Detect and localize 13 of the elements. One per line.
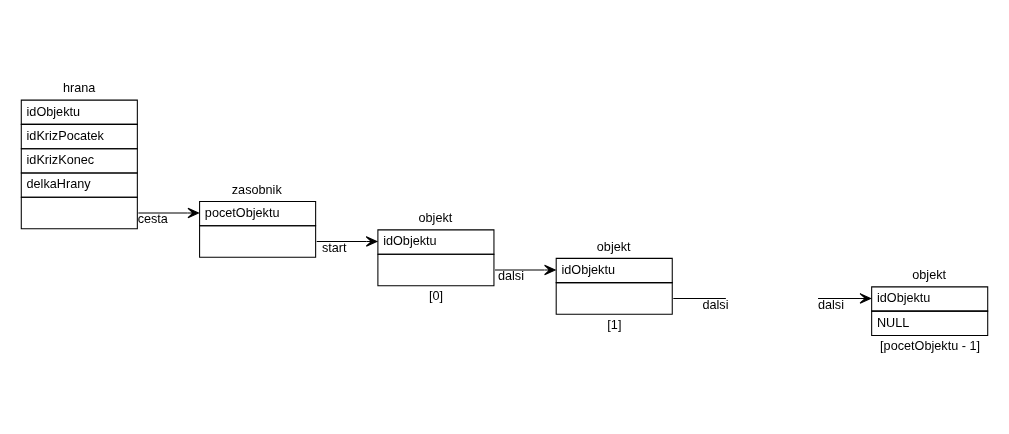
edge-label: cesta: [137, 211, 168, 226]
node-label: hrana: [62, 80, 96, 95]
edge-label: dalsi: [702, 297, 729, 312]
edge-label: start: [321, 240, 347, 255]
edge-label: dalsi: [817, 297, 844, 312]
node-label: [1]: [607, 317, 622, 332]
node-label: zasobnik: [231, 182, 282, 197]
node-label: objekt: [912, 267, 947, 282]
node-label: [pocetObjektu - 1]: [880, 338, 981, 353]
node-label: objekt: [596, 239, 631, 254]
edge-label: dalsi: [497, 268, 524, 283]
node-label: objekt: [418, 210, 453, 225]
node-label: [0]: [429, 288, 444, 303]
